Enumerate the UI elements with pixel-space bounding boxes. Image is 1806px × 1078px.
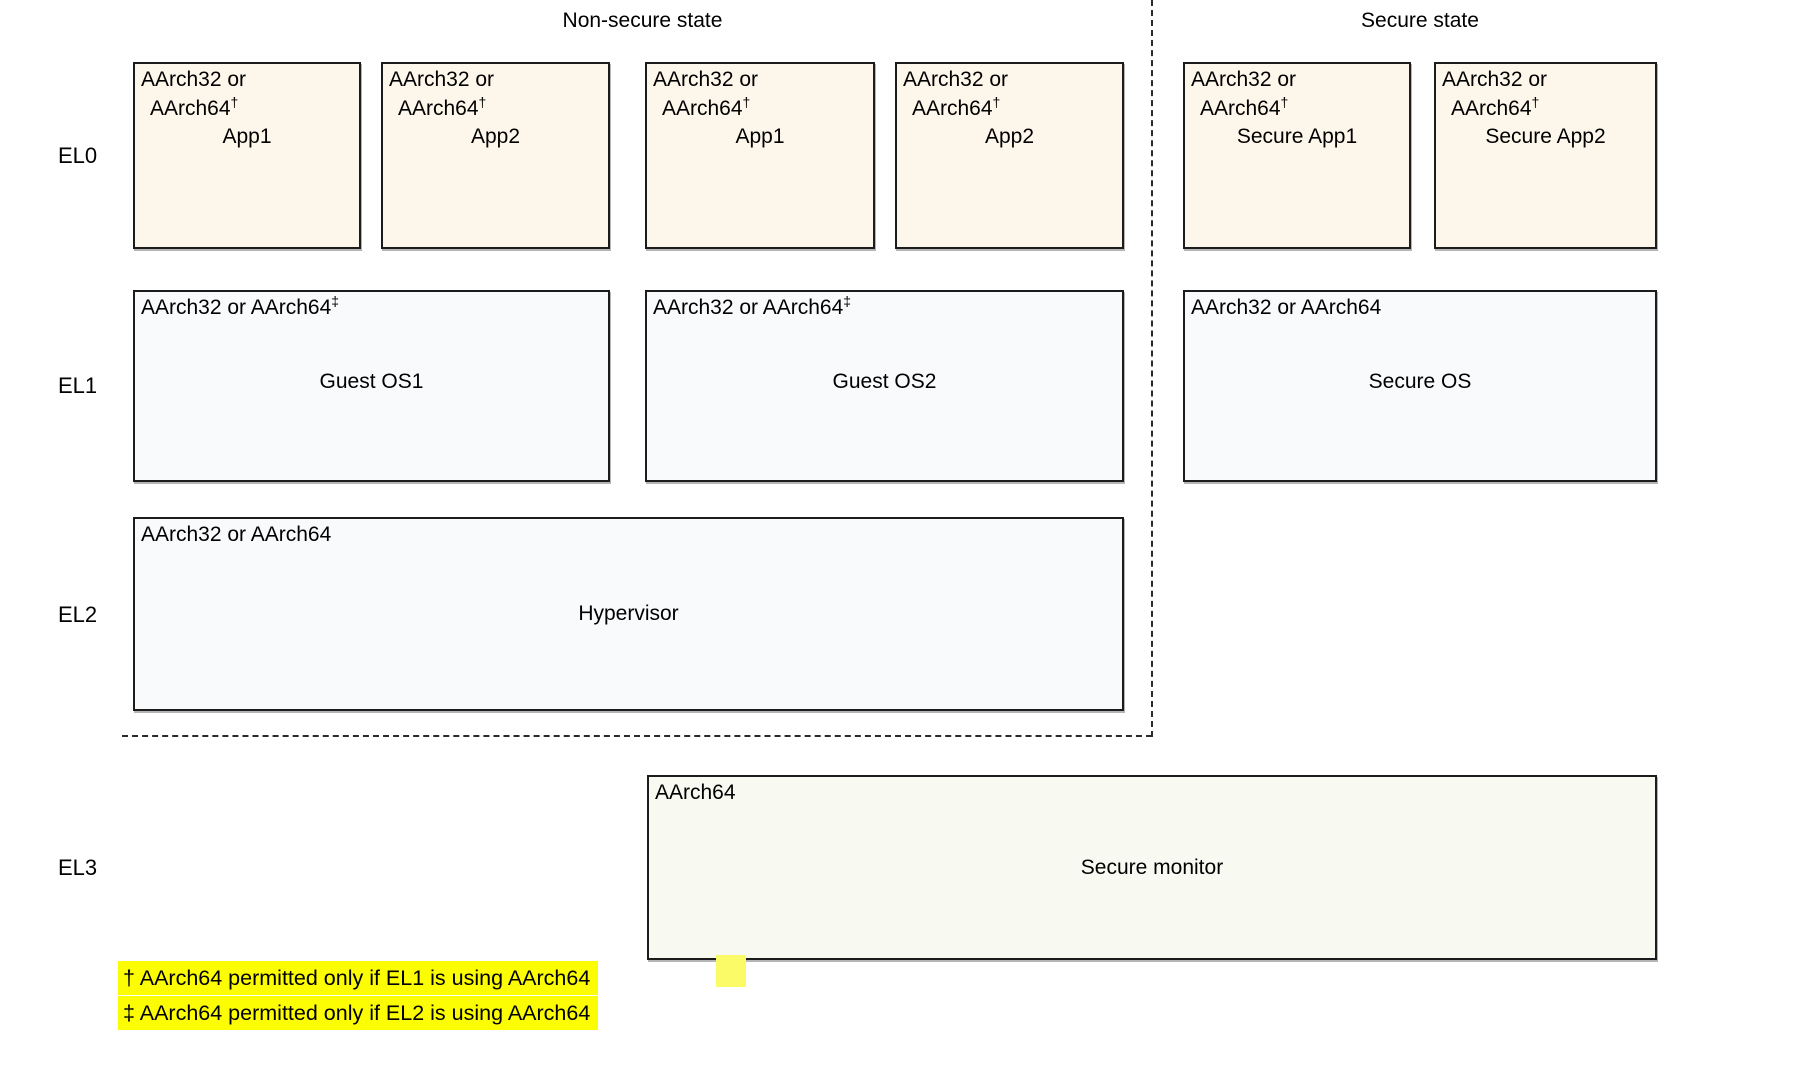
footnote-dagger: † AArch64 permitted only if EL1 is using… <box>118 961 599 995</box>
box-arch-label: AArch64 <box>655 781 736 804</box>
box-arch-label: AArch32 or AArch64† <box>141 68 247 120</box>
box-title: Guest OS2 <box>832 370 937 393</box>
box-title: Secure monitor <box>1080 856 1224 879</box>
box-arch-label: AArch32 or AArch64† <box>1191 68 1297 120</box>
box-arch-label: AArch32 or AArch64† <box>389 68 495 120</box>
box-title: App1 <box>735 125 785 148</box>
secure-state-title: Secure state <box>1361 9 1479 32</box>
box-title: App2 <box>470 125 521 148</box>
box-title: App2 <box>984 125 1035 148</box>
secure-boundary-vertical-dashed-line <box>1151 0 1153 737</box>
non-secure-state-title: Non-secure state <box>562 9 723 32</box>
box-arch-label: AArch32 or AArch64† <box>1442 68 1548 120</box>
highlight-artifact-square <box>716 955 746 987</box>
box-title: Secure OS <box>1368 370 1472 393</box>
el2-label: EL2 <box>58 602 98 627</box>
el3-label: EL3 <box>58 855 98 880</box>
box-el0-ns-app1-vm2: AArch32 or AArch64† App1 <box>645 62 875 249</box>
box-el0-ns-app2: AArch32 or AArch64† App2 <box>381 62 610 249</box>
box-el1-secure-os: AArch32 or AArch64 Secure OS <box>1183 290 1657 482</box>
el3-boundary-horizontal-dashed-line <box>122 735 1152 737</box>
box-arch-label: AArch32 or AArch64† <box>653 68 759 120</box>
box-el0-ns-app2-vm2: AArch32 or AArch64† App2 <box>895 62 1124 249</box>
box-el0-secure-app1: AArch32 or AArch64† Secure App1 <box>1183 62 1411 249</box>
box-el1-guest-os1: AArch32 or AArch64‡ Guest OS1 <box>133 290 610 482</box>
box-el2-hypervisor: AArch32 or AArch64 Hypervisor <box>133 517 1124 711</box>
box-title: Hypervisor <box>578 602 679 625</box>
box-arch-label: AArch32 or AArch64‡ <box>141 293 340 319</box>
box-arch-label: AArch32 or AArch64‡ <box>653 293 852 319</box>
box-title: Guest OS1 <box>319 370 424 393</box>
box-el0-ns-app1: AArch32 or AArch64† App1 <box>133 62 361 249</box>
box-el1-guest-os2: AArch32 or AArch64‡ Guest OS2 <box>645 290 1124 482</box>
box-arch-label: AArch32 or AArch64 <box>1191 296 1382 319</box>
box-el0-secure-app2: AArch32 or AArch64† Secure App2 <box>1434 62 1657 249</box>
box-el3-secure-monitor: AArch64 Secure monitor <box>647 775 1657 960</box>
el1-label: EL1 <box>58 373 98 398</box>
box-title: Secure App1 <box>1236 125 1358 148</box>
box-title: Secure App2 <box>1485 125 1606 148</box>
box-title: App1 <box>222 125 272 148</box>
el0-label: EL0 <box>58 143 98 168</box>
footnote-double-dagger: ‡ AArch64 permitted only if EL2 is using… <box>118 996 599 1030</box>
box-arch-label: AArch32 or AArch64† <box>903 68 1009 120</box>
box-arch-label: AArch32 or AArch64 <box>141 523 332 546</box>
